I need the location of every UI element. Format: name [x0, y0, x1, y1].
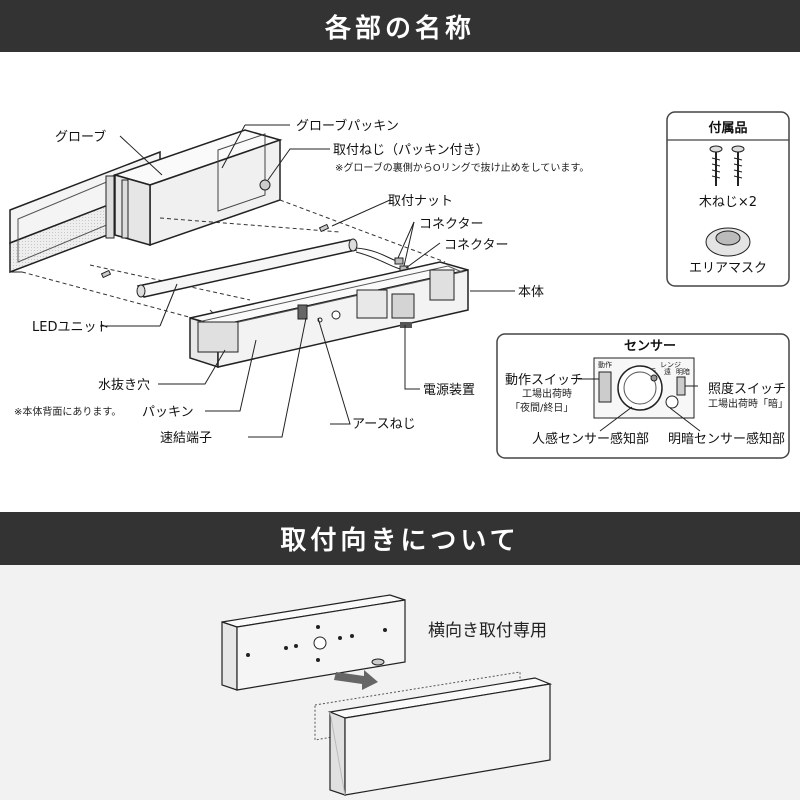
leader-lines: [100, 124, 515, 438]
label-mount-screw-note: ※グローブの裏側からOリングで抜け止めをしています。: [335, 161, 589, 174]
label-area-mask: エリアマスク: [689, 261, 767, 276]
fixture-body: [314, 671, 553, 796]
label-wood-screw: 木ねじ×2: [699, 195, 757, 210]
accessories-box: 付属品 木ねじ×2 エリアマスク: [666, 111, 790, 287]
section-title-parts: 各部の名称: [0, 0, 800, 52]
parts-diagram: グローブ グローブパッキン 取付ねじ（パッキン付き） ※グローブの裏側からOリン…: [9, 111, 790, 459]
panel-label-lux: 明暗: [676, 367, 690, 376]
label-mount-screw: 取付ねじ（パッキン付き）: [333, 143, 489, 158]
panel-label-range: レンジ: [660, 361, 681, 369]
sensor-box: センサー 動作 レンジ 明暗 近 遠 動作スイッチ: [496, 333, 790, 459]
sensor-leaders: [578, 378, 701, 432]
label-mode-default-value: 「夜間/終日」: [510, 401, 573, 414]
label-body: 本体: [518, 285, 544, 300]
orientation-diagram: 横向き取付専用: [221, 594, 553, 796]
label-mode-default: 工場出荷時: [522, 387, 572, 400]
globe-packing-part: [105, 129, 283, 247]
label-quick-terminal: 速結端子: [160, 431, 212, 446]
connector-wires: [355, 247, 409, 273]
mount-nut-part: [100, 223, 330, 279]
label-motion-area: 人感センサー感知部: [532, 431, 649, 447]
accessories-title: 付属品: [708, 120, 747, 136]
area-mask-icon: [705, 227, 751, 257]
label-horizontal-only: 横向き取付専用: [428, 621, 547, 641]
label-packing-note: ※本体背面にあります。: [14, 405, 121, 418]
label-lux-default: 工場出荷時「暗」: [708, 397, 788, 410]
label-mount-nut: 取付ナット: [388, 194, 453, 209]
panel-label-far: 遠: [664, 367, 671, 376]
label-connector-1: コネクター: [419, 217, 483, 232]
sensor-panel: 動作 レンジ 明暗 近 遠: [593, 357, 695, 419]
section-title-orientation: 取付向きについて: [0, 512, 800, 565]
label-globe-packing: グローブパッキン: [296, 118, 399, 134]
label-earth-screw: アースねじ: [352, 417, 416, 432]
led-unit-part: [136, 238, 358, 298]
label-packing: パッキン: [142, 405, 194, 420]
label-globe: グローブ: [55, 129, 106, 145]
mount-direction-arrow: [334, 670, 378, 690]
label-led-unit: LEDユニット: [32, 320, 109, 335]
panel-label-mode: 動作: [598, 360, 612, 369]
label-mode-switch: 動作スイッチ: [505, 373, 583, 388]
sensor-title: センサー: [624, 339, 676, 354]
wood-screw-icon: [709, 145, 745, 186]
label-power-unit: 電源装置: [423, 383, 475, 398]
label-light-area: 明暗センサー感知部: [668, 431, 785, 447]
body-part: [189, 261, 469, 369]
label-connector-2: コネクター: [444, 238, 508, 253]
label-drain-hole: 水抜き穴: [98, 377, 150, 393]
back-plate: [221, 594, 406, 691]
label-lux-switch: 照度スイッチ: [708, 381, 786, 397]
